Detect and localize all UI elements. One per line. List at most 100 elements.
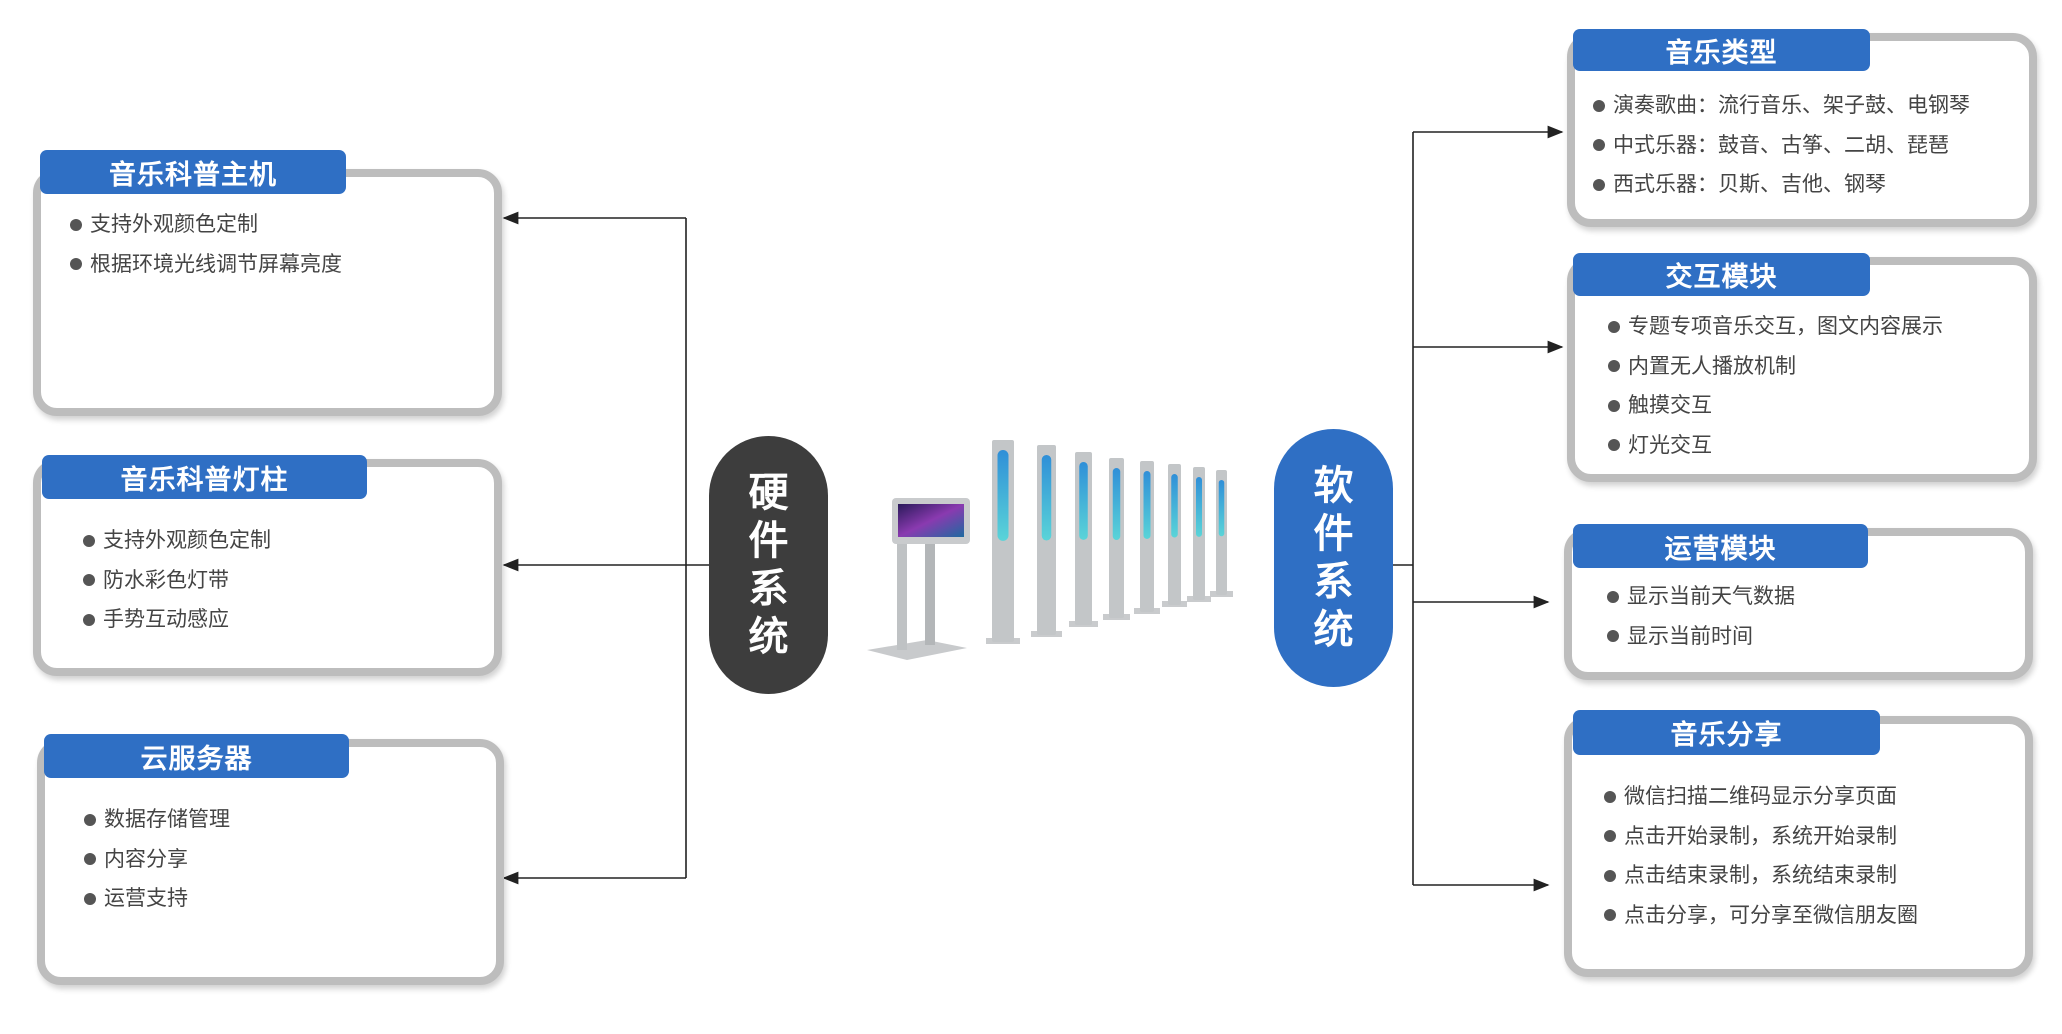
bullet-icon — [1608, 360, 1620, 373]
module-items-operations: 显示当前天气数据 显示当前时间 — [1607, 577, 1795, 656]
module-title-music-types: 音乐类型 — [1573, 29, 1870, 71]
module-items-light-pole: 支持外观颜色定制 防水彩色灯带 手势互动感应 — [83, 521, 271, 640]
item-text: 微信扫描二维码显示分享页面 — [1624, 784, 1897, 808]
bullet-icon — [1604, 869, 1616, 882]
light-pole — [1187, 467, 1211, 602]
bullet-icon — [1604, 909, 1616, 922]
pill-char: 软 — [1313, 463, 1354, 509]
bullet-icon — [70, 218, 82, 231]
pill-char: 系 — [1313, 559, 1354, 605]
bullet-icon — [70, 258, 82, 271]
list-item: 内容分享 — [84, 840, 230, 880]
list-item: 点击分享，可分享至微信朋友圈 — [1604, 896, 1918, 936]
bullet-icon — [84, 892, 96, 905]
module-title-host: 音乐科普主机 — [40, 150, 346, 194]
bullet-icon — [1593, 139, 1605, 152]
item-text: 专题专项音乐交互，图文内容展示 — [1628, 314, 1943, 338]
item-text: 支持外观颜色定制 — [103, 528, 271, 552]
item-text: 显示当前时间 — [1627, 623, 1753, 648]
bullet-icon — [1608, 320, 1620, 333]
item-text: 防水彩色灯带 — [103, 567, 229, 592]
light-pole — [1134, 461, 1160, 614]
bullet-icon — [1608, 439, 1620, 452]
bullet-icon — [1608, 399, 1620, 412]
light-pole — [1210, 470, 1233, 597]
product-illustration — [867, 440, 1233, 660]
module-title-music-share: 音乐分享 — [1573, 710, 1880, 755]
kiosk-host — [867, 498, 970, 660]
bullet-icon — [84, 813, 96, 826]
item-text: 内容分享 — [104, 846, 188, 871]
module-title-light-pole: 音乐科普灯柱 — [42, 455, 367, 499]
pill-char: 统 — [748, 614, 789, 660]
module-box-host — [33, 169, 502, 416]
bullet-icon — [83, 574, 95, 587]
bullet-icon — [84, 853, 96, 866]
list-item: 根据环境光线调节屏幕亮度 — [70, 245, 342, 285]
list-item: 防水彩色灯带 — [83, 561, 271, 601]
software-system-pill: 软 件 系 统 — [1274, 429, 1393, 687]
bullet-icon — [83, 613, 95, 626]
light-pole — [986, 440, 1020, 644]
kiosk-screen — [898, 504, 964, 537]
list-item: 内置无人播放机制 — [1608, 347, 1943, 387]
bullet-icon — [1607, 630, 1619, 643]
module-title-operations: 运营模块 — [1573, 524, 1868, 568]
item-text: 手势互动感应 — [103, 607, 229, 631]
bullet-icon — [1593, 99, 1605, 112]
module-title-cloud-server: 云服务器 — [44, 734, 349, 778]
item-text: 点击开始录制，系统开始录制 — [1624, 823, 1897, 848]
item-text: 演奏歌曲：流行音乐、架子鼓、电钢琴 — [1613, 93, 1970, 117]
module-items-music-types: 演奏歌曲：流行音乐、架子鼓、电钢琴 中式乐器：鼓音、古筝、二胡、琵琶 西式乐器：… — [1593, 86, 1970, 205]
module-items-music-share: 微信扫描二维码显示分享页面 点击开始录制，系统开始录制 点击结束录制，系统结束录… — [1604, 777, 1918, 935]
pill-char: 统 — [1313, 607, 1354, 653]
light-pole — [1031, 445, 1062, 637]
item-text: 点击分享，可分享至微信朋友圈 — [1624, 902, 1918, 927]
list-item: 手势互动感应 — [83, 600, 271, 640]
item-text: 中式乐器：鼓音、古筝、二胡、琵琶 — [1613, 132, 1949, 157]
list-item: 显示当前天气数据 — [1607, 577, 1795, 617]
list-item: 支持外观颜色定制 — [70, 205, 342, 245]
item-text: 内置无人播放机制 — [1628, 353, 1796, 378]
light-pole — [1069, 452, 1098, 627]
light-pole — [1103, 458, 1130, 620]
item-text: 支持外观颜色定制 — [90, 212, 258, 236]
list-item: 运营支持 — [84, 879, 230, 919]
module-items-interaction: 专题专项音乐交互，图文内容展示 内置无人播放机制 触摸交互 灯光交互 — [1608, 307, 1943, 465]
pill-char: 硬 — [748, 470, 789, 516]
list-item: 触摸交互 — [1608, 386, 1943, 426]
bullet-icon — [1593, 178, 1605, 191]
list-item: 点击开始录制，系统开始录制 — [1604, 817, 1918, 857]
item-text: 显示当前天气数据 — [1627, 584, 1795, 608]
light-pole — [1162, 464, 1187, 607]
list-item: 中式乐器：鼓音、古筝、二胡、琵琶 — [1593, 126, 1970, 166]
item-text: 数据存储管理 — [104, 807, 230, 831]
bullet-icon — [1607, 590, 1619, 603]
module-items-cloud-server: 数据存储管理 内容分享 运营支持 — [84, 800, 230, 919]
module-items-host: 支持外观颜色定制 根据环境光线调节屏幕亮度 — [70, 205, 342, 284]
list-item: 支持外观颜色定制 — [83, 521, 271, 561]
list-item: 微信扫描二维码显示分享页面 — [1604, 777, 1918, 817]
pill-char: 件 — [1313, 511, 1354, 557]
pill-char: 件 — [748, 518, 789, 564]
bullet-icon — [1604, 830, 1616, 843]
list-item: 灯光交互 — [1608, 426, 1943, 466]
hardware-system-pill: 硬 件 系 统 — [709, 436, 828, 694]
list-item: 数据存储管理 — [84, 800, 230, 840]
module-title-interaction: 交互模块 — [1573, 253, 1870, 296]
item-text: 灯光交互 — [1628, 432, 1712, 457]
list-item: 演奏歌曲：流行音乐、架子鼓、电钢琴 — [1593, 86, 1970, 126]
item-text: 根据环境光线调节屏幕亮度 — [90, 251, 342, 276]
list-item: 显示当前时间 — [1607, 617, 1795, 657]
item-text: 触摸交互 — [1628, 393, 1712, 417]
item-text: 西式乐器：贝斯、吉他、钢琴 — [1613, 172, 1886, 196]
item-text: 运营支持 — [104, 886, 188, 910]
list-item: 西式乐器：贝斯、吉他、钢琴 — [1593, 165, 1970, 205]
module-box-music-share — [1564, 716, 2033, 977]
pill-char: 系 — [748, 566, 789, 612]
list-item: 点击结束录制，系统结束录制 — [1604, 856, 1918, 896]
item-text: 点击结束录制，系统结束录制 — [1624, 863, 1897, 887]
bullet-icon — [83, 534, 95, 547]
list-item: 专题专项音乐交互，图文内容展示 — [1608, 307, 1943, 347]
bullet-icon — [1604, 790, 1616, 803]
